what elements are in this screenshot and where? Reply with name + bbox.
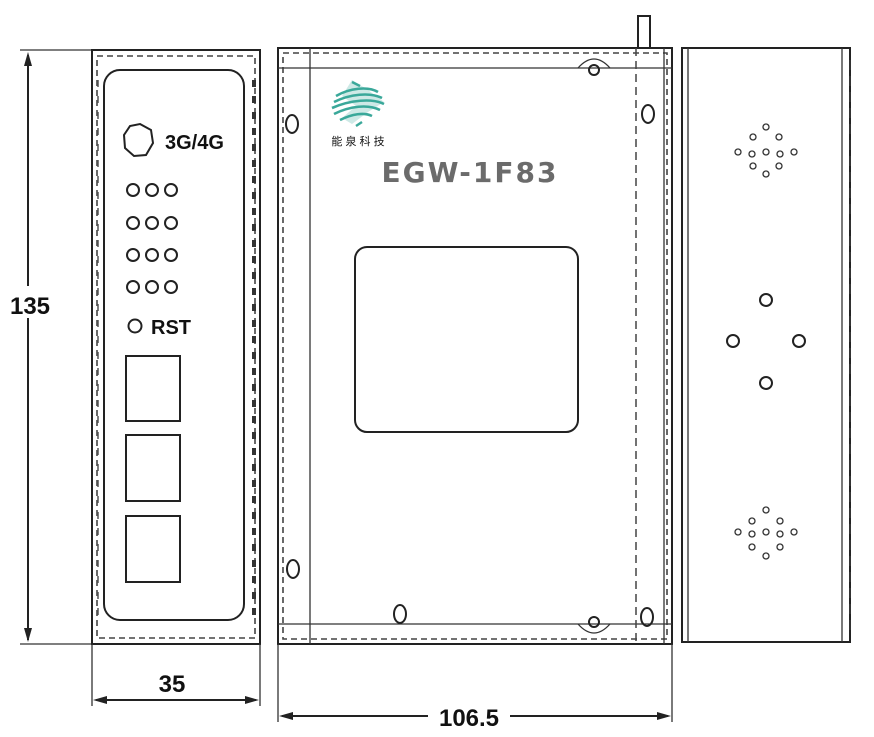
depth-dimension: 106.5	[277, 644, 673, 732]
led-indicator	[145, 216, 159, 230]
led-indicator	[164, 216, 178, 230]
height-value: 135	[10, 293, 50, 320]
mounting-hole	[640, 607, 654, 627]
label-window	[354, 246, 579, 433]
led-indicator	[164, 280, 178, 294]
led-indicator	[126, 183, 140, 197]
reset-button-icon	[127, 318, 143, 334]
vent-hole-cluster	[734, 506, 798, 560]
width-value: 35	[159, 671, 186, 698]
antenna-stub	[637, 15, 651, 49]
led-indicator	[145, 183, 159, 197]
mounting-hole	[726, 334, 740, 348]
led-grid	[126, 183, 178, 294]
antenna-connector-icon	[122, 122, 155, 158]
mounting-hole	[759, 293, 773, 307]
mounting-hole	[286, 559, 300, 579]
led-indicator	[126, 216, 140, 230]
antenna-label: 3G/4G	[165, 132, 224, 154]
ethernet-port	[125, 355, 181, 422]
depth-value: 106.5	[439, 705, 499, 732]
front-panel: 3G/4G RST	[91, 49, 261, 645]
front-vent-ticks	[97, 80, 256, 620]
vent-hole-cluster	[734, 123, 798, 178]
model-name: EGW-1F83	[382, 156, 559, 189]
ethernet-port	[125, 434, 181, 502]
led-indicator	[145, 248, 159, 262]
mounting-hole	[393, 604, 407, 624]
led-indicator	[164, 248, 178, 262]
reset-label: RST	[151, 317, 191, 339]
led-indicator	[126, 248, 140, 262]
led-indicator	[164, 183, 178, 197]
height-dimension: 135	[10, 49, 92, 645]
rear-view	[681, 47, 851, 643]
led-indicator	[126, 280, 140, 294]
ethernet-port	[125, 515, 181, 583]
mounting-hole	[285, 114, 299, 134]
brand-name: 能 泉 科 技	[331, 134, 384, 148]
mounting-hole	[792, 334, 806, 348]
mounting-hole	[641, 104, 655, 124]
brand-logo-icon	[331, 80, 385, 127]
mounting-hole	[759, 376, 773, 390]
side-view: 能 泉 科 技 EGW-1F83	[277, 15, 673, 645]
led-indicator	[145, 280, 159, 294]
width-dimension: 35	[91, 644, 261, 706]
